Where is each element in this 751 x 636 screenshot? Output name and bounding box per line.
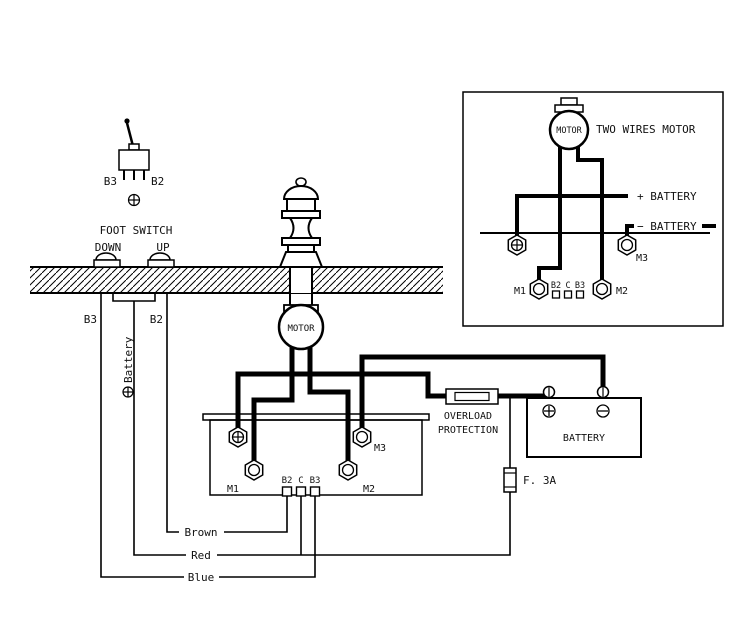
motor: MOTOR	[277, 303, 325, 351]
motor-body	[277, 303, 325, 351]
inset-m3-label: M3	[636, 253, 648, 264]
inset-motor-cap	[560, 97, 578, 106]
inset-m2-terminal-icon	[592, 278, 612, 300]
foot-switch-up	[147, 252, 175, 268]
jumper-wire	[112, 293, 156, 302]
foot-switch-dome	[149, 252, 171, 261]
toggle-switch: B3 B2	[104, 118, 164, 207]
inset-plus-battery-label: + BATTERY	[637, 190, 697, 203]
minus-terminal-icon	[596, 404, 610, 418]
inset-c-terminal-label: C	[565, 281, 570, 291]
inset-motor-body	[548, 109, 590, 151]
inset-border	[462, 91, 724, 327]
motor-cable-m1	[251, 347, 295, 462]
deck-hatch	[30, 267, 443, 293]
inset-two-wires-motor: MOTOR TWO WIRES MOTOR + BATTERY − BATTER…	[462, 91, 724, 327]
positive-cable	[235, 371, 446, 428]
wire-b2-label: B2	[150, 313, 163, 326]
fuse-label: F. 3A	[523, 474, 556, 487]
c-terminal-label: C	[298, 476, 303, 486]
inset-b2-terminal-icon	[551, 290, 561, 299]
fuse-icon	[503, 467, 517, 493]
toggle-b2-label: B2	[151, 175, 164, 188]
battery-wire-label: Battery	[122, 336, 135, 383]
b2-terminal-icon	[281, 486, 293, 497]
windlass	[278, 177, 324, 268]
brown-label: Brown	[184, 526, 217, 539]
inset-b2-terminal-label: B2	[551, 281, 561, 291]
screw-icon	[542, 385, 556, 399]
deck	[30, 266, 443, 294]
motor-label: MOTOR	[287, 324, 315, 334]
toggle-b3-label: B3	[104, 175, 117, 188]
inset-m3-terminal-icon	[617, 234, 637, 256]
ground-terminal-icon	[228, 426, 248, 448]
m1-terminal-icon	[244, 459, 264, 481]
foot-switch-down	[93, 252, 121, 268]
windlass-cap	[282, 185, 320, 200]
blue-label: Blue	[188, 571, 215, 584]
m3-terminal-icon	[352, 426, 372, 448]
b3-terminal-label: B3	[310, 476, 321, 486]
b2-terminal-label: B2	[282, 476, 293, 486]
inset-title: TWO WIRES MOTOR	[596, 123, 696, 136]
wire-b3-label: B3	[84, 313, 97, 326]
battery-label: BATTERY	[563, 433, 605, 444]
inline-fuse: F. 3A	[503, 467, 556, 493]
plus-terminal-icon	[542, 404, 556, 418]
negative-cable	[359, 354, 606, 428]
windlass-knob	[295, 177, 307, 187]
ground-icon	[127, 193, 141, 207]
inset-motor-lead-2	[576, 146, 604, 281]
m1-label: M1	[227, 484, 239, 495]
inset-c-terminal-icon	[563, 290, 573, 299]
overload-protection: OVERLOAD PROTECTION	[438, 388, 499, 436]
inset-positive-cable	[515, 194, 628, 237]
red-wire	[133, 301, 511, 556]
foot-switch-dome	[95, 252, 117, 261]
m2-label: M2	[363, 484, 375, 495]
inset-ground-terminal-icon	[507, 234, 527, 256]
c-terminal-icon	[295, 486, 307, 497]
foot-switch-title: FOOT SWITCH	[100, 224, 173, 237]
battery: BATTERY	[526, 385, 642, 458]
overload-label-2: PROTECTION	[438, 425, 498, 436]
b3-terminal-icon	[309, 486, 321, 497]
inset-motor-label: MOTOR	[556, 126, 582, 136]
inset-b3-terminal-icon	[575, 290, 585, 299]
battery-wire-label-group: Battery	[122, 336, 135, 383]
m3-label: M3	[374, 443, 386, 454]
brown-wire	[166, 293, 288, 533]
m2-terminal-icon	[338, 459, 358, 481]
control-box-terminals: M3 M1 M2 B2 C B3	[227, 426, 386, 497]
inset-m2-label: M2	[616, 286, 628, 297]
inset-m1-terminal-icon	[529, 278, 549, 300]
motor-cable-m2	[307, 347, 351, 462]
inset-m1-label: M1	[514, 286, 526, 297]
deck-cutout	[290, 267, 312, 293]
power-cables	[235, 347, 606, 462]
inset-motor-lead-1	[537, 146, 562, 281]
red-label: Red	[191, 549, 211, 562]
overload-label-1: OVERLOAD	[444, 411, 492, 422]
screw-icon	[596, 385, 610, 399]
foot-switch-down-label: DOWN	[95, 241, 122, 254]
battery-wire-ground-icon	[122, 386, 134, 398]
inset-minus-battery-label: − BATTERY	[637, 220, 697, 233]
inset-b3-terminal-label: B3	[575, 281, 585, 291]
foot-switch-up-label: UP	[156, 241, 170, 254]
